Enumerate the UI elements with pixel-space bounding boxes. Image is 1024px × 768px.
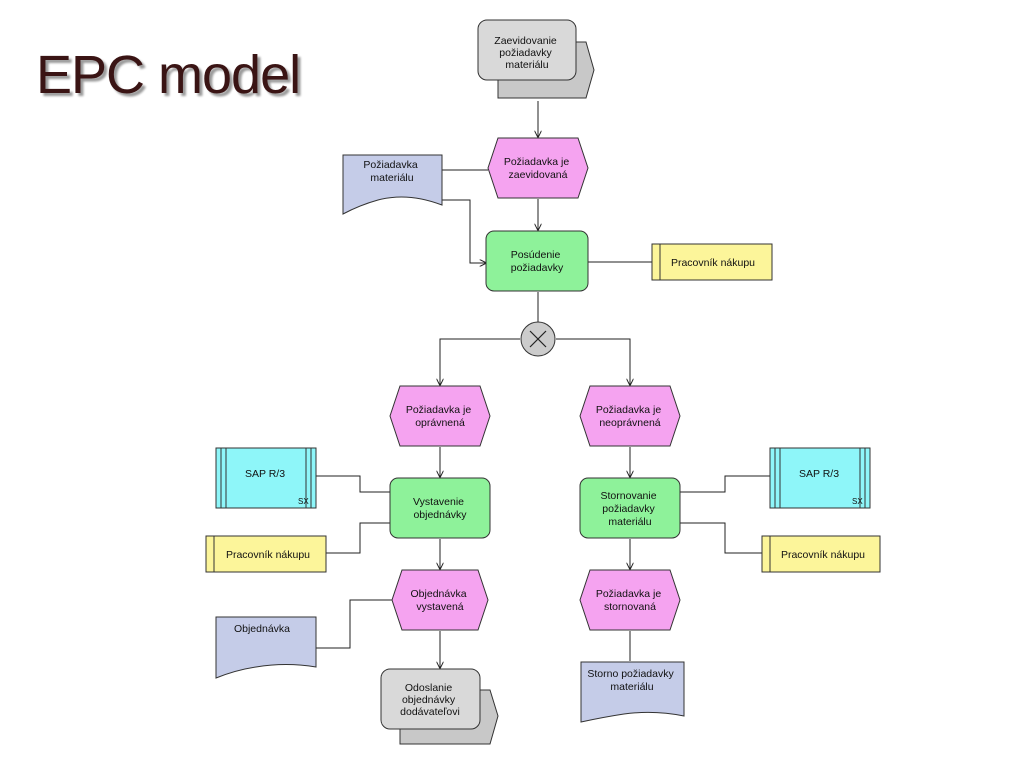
event-justified[interactable]: Požiadavka je oprávnená [389,385,491,447]
function-assess[interactable]: Posúdenie požiadavky [485,230,589,292]
svg-text:Storno požiadavky materi: Storno požiadavky materiálu [587,668,676,693]
svg-text:Požiadavka je zaevidovan: Požiadavka je zaevidovaná [504,156,572,181]
svg-text:SAP R/3: SAP R/3 [799,468,839,480]
svg-text:Vystavenie objednávky: Vystavenie objednávky [413,496,467,521]
svg-text:Požiadavka je stornovaná: Požiadavka je stornovaná [596,588,664,613]
link-sap-right [680,475,770,493]
svg-text:Požiadavka materiálu: Požiadavka materiálu [363,159,420,184]
svg-text:Stornovanie požiadavky: Stornovanie požiadavky materiálu [601,490,660,528]
svg-text:Objednávka vystavená: Objednávka vystavená [411,588,470,613]
document-cancel[interactable]: Storno požiadavky materiálu [580,661,685,723]
link-role-left [326,522,390,554]
flow-xor-to-justified [440,338,520,385]
process-start-label: Zaevidovanie požiadavky materiálu [494,35,559,71]
connections [316,101,770,668]
role-buyer-2[interactable]: Pracovník nákupu [205,535,327,573]
page-title: EPC model [36,45,301,105]
event-order-created[interactable]: Objednávka vystavená [391,569,489,631]
xor-connector[interactable] [520,321,556,357]
svg-text:Odoslanie objednávky: Odoslanie objednávky dodávateľovi [400,682,460,718]
role-buyer-3[interactable]: Pracovník nákupu [761,535,881,573]
svg-text:SX: SX [298,497,309,506]
link-role-right [680,522,762,554]
event-registered[interactable]: Požiadavka je zaevidovaná [487,137,589,199]
system-sap-right[interactable]: SAP R/3 SX [769,447,871,509]
event-unjustified[interactable]: Požiadavka je neoprávnená [579,385,681,447]
link-doc-to-assess [442,199,486,263]
process-interface-end[interactable]: Odoslanie objednávky dodávateľovi [380,668,499,745]
function-create-order[interactable]: Vystavenie objednávky [389,477,491,539]
svg-text:Požiadavka je neoprávnen: Požiadavka je neoprávnená [596,404,664,429]
svg-text:Pracovník nákupu: Pracovník nákupu [781,549,865,561]
link-sap-left [316,475,390,493]
event-cancelled[interactable]: Požiadavka je stornovaná [579,569,681,631]
svg-text:SX: SX [852,497,863,506]
flow-xor-to-unjustified [556,338,630,385]
svg-text:Pracovník nákupu: Pracovník nákupu [226,549,310,561]
function-cancel[interactable]: Stornovanie požiadavky materiálu [579,477,681,539]
link-doc-order [316,599,392,649]
svg-text:Pracovník nákupu: Pracovník nákupu [671,257,755,269]
document-request[interactable]: Požiadavka materiálu [342,154,443,215]
document-order[interactable]: Objednávka [215,616,317,679]
svg-text:Požiadavka je oprávnená: Požiadavka je oprávnená [406,404,474,429]
system-sap-left[interactable]: SAP R/3 SX [215,447,317,509]
role-buyer-1[interactable]: Pracovník nákupu [651,243,773,281]
process-interface-start[interactable]: Zaevidovanie požiadavky materiálu [477,19,595,99]
svg-text:SAP R/3: SAP R/3 [245,468,285,480]
svg-text:Objednávka: Objednávka [234,623,290,635]
svg-text:Posúdenie požiadavky: Posúdenie požiadavky [511,249,564,274]
